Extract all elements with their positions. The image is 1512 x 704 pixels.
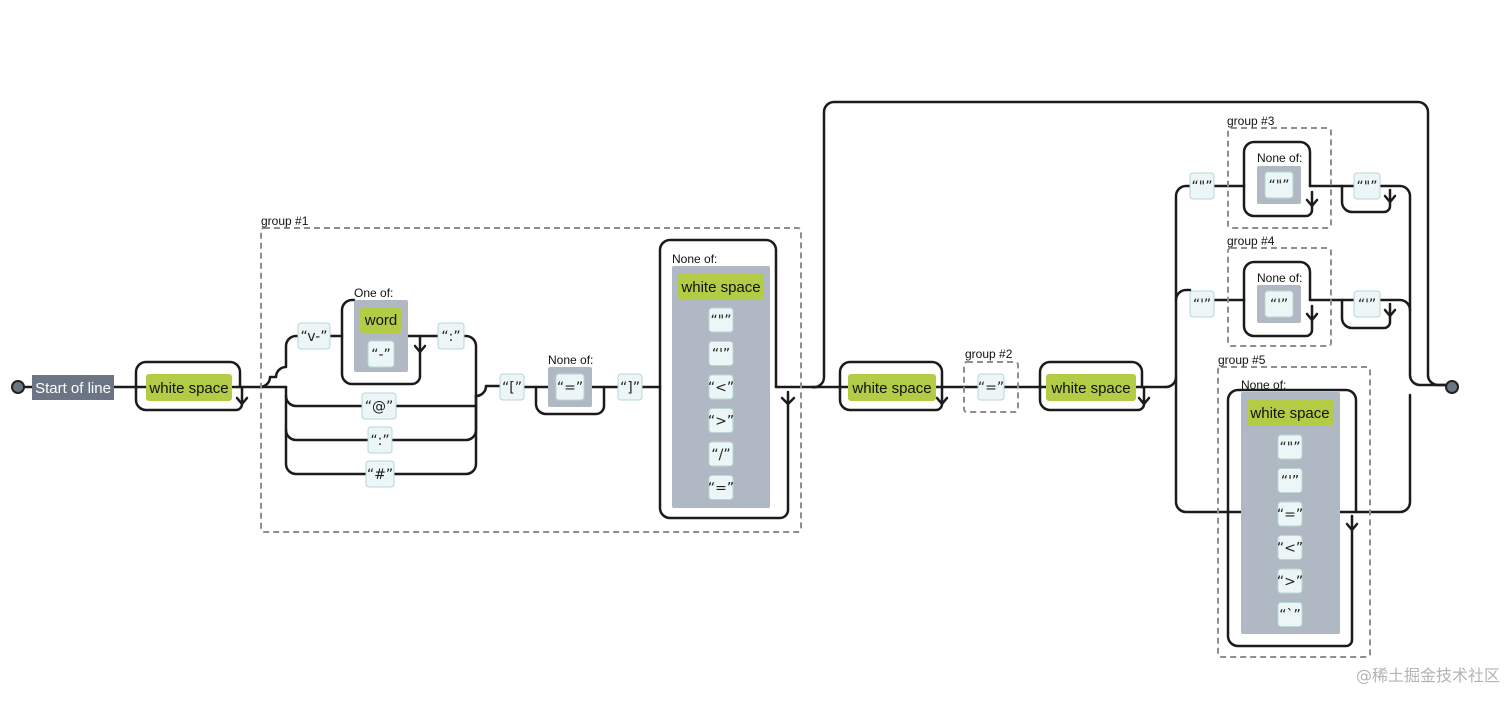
literal-at bbox=[361, 392, 397, 420]
none-of-name-items: “"” “'” “<” “>” “/” “=” bbox=[708, 307, 734, 500]
none-of-name-label: None of: bbox=[672, 252, 717, 266]
watermark: @稀土掘金技术社区 bbox=[1355, 666, 1500, 685]
none-of-unquoted-item-5 bbox=[1277, 602, 1303, 627]
literal-squote-inner bbox=[1264, 290, 1294, 318]
literal-colon-2-text: “:” bbox=[370, 433, 389, 449]
none-of-unquoted-item-3 bbox=[1277, 535, 1303, 560]
white-space-label-3: white space bbox=[1050, 380, 1130, 397]
literal-dquote-open-text: “"” bbox=[1192, 179, 1213, 195]
none-of-unquoted-item-4 bbox=[1277, 568, 1303, 594]
white-space-label-1: white space bbox=[148, 380, 228, 397]
none-of-eq-label: None of: bbox=[548, 353, 593, 367]
group-5-label: group #5 bbox=[1218, 353, 1266, 367]
literal-squote-inner-text: “'” bbox=[1270, 297, 1288, 313]
literal-squote-close-text: “'” bbox=[1358, 297, 1376, 313]
word-label: word bbox=[364, 312, 398, 329]
none-of-unquoted-items: “"” “'” “=” “<” “>” “`” bbox=[1277, 434, 1303, 627]
literal-hash bbox=[365, 460, 395, 488]
white-space-node-3 bbox=[1046, 374, 1136, 401]
none-of-name-item-5 bbox=[708, 475, 734, 500]
literal-squote-open-text: “'” bbox=[1193, 297, 1211, 313]
none-of-name-item-text-2: “<” bbox=[708, 380, 734, 396]
set-white-space-2 bbox=[1247, 399, 1334, 426]
none-of-name-item-1 bbox=[708, 341, 734, 366]
start-of-line-node bbox=[32, 375, 114, 400]
none-of-unquoted-item-text-2: “=” bbox=[1277, 507, 1303, 523]
group-4-label: group #4 bbox=[1227, 234, 1275, 248]
literal-colon-text: “:” bbox=[441, 329, 460, 345]
none-of-unquoted-item-0 bbox=[1277, 434, 1303, 460]
none-of-unquoted-item-text-3: “<” bbox=[1277, 541, 1303, 557]
group-3-label: group #3 bbox=[1227, 114, 1275, 128]
one-of-label: One of: bbox=[354, 286, 393, 300]
rails bbox=[20, 100, 1448, 648]
white-space-node-1 bbox=[146, 374, 232, 401]
set-white-space-2-label: white space bbox=[1249, 405, 1329, 422]
literal-eq-2-text: “=” bbox=[978, 380, 1004, 396]
literal-eq-2 bbox=[977, 373, 1005, 401]
group-2-box bbox=[963, 361, 1019, 413]
start-of-line-label: Start of line bbox=[35, 380, 111, 397]
none-of-name-item-text-4: “/” bbox=[711, 447, 730, 463]
literal-dquote-close bbox=[1353, 172, 1381, 200]
literal-colon bbox=[437, 322, 465, 350]
start-terminal bbox=[11, 380, 25, 394]
white-space-node-2 bbox=[848, 374, 936, 401]
group-5-box bbox=[1217, 366, 1371, 658]
literal-eq-1-text: “=” bbox=[557, 380, 583, 396]
literal-dash bbox=[367, 340, 395, 368]
literal-dquote-inner-text: “"” bbox=[1269, 178, 1290, 194]
none-of-unquoted-item-text-0: “"” bbox=[1280, 440, 1301, 456]
literal-close-bracket-text: “]” bbox=[620, 380, 640, 396]
set-white-space bbox=[678, 273, 764, 300]
literal-open-bracket bbox=[499, 373, 525, 401]
none-of-name-item-text-0: “"” bbox=[711, 313, 732, 329]
none-of-unquoted-item-text-4: “>” bbox=[1277, 574, 1303, 590]
literal-dquote-close-text: “"” bbox=[1357, 179, 1378, 195]
none-of-name-item-0 bbox=[708, 307, 734, 333]
group-2-label: group #2 bbox=[965, 347, 1013, 361]
group-4-box bbox=[1227, 247, 1332, 347]
none-of-name-item-text-3: “>” bbox=[708, 414, 734, 430]
none-of-name-item-2 bbox=[708, 374, 734, 400]
none-of-name-item-text-5: “=” bbox=[708, 481, 734, 497]
none-of-name-item-text-1: “'” bbox=[712, 347, 730, 363]
literal-open-bracket-text: “[” bbox=[502, 380, 522, 396]
none-of-squote-label: None of: bbox=[1257, 271, 1302, 285]
white-space-label-2: white space bbox=[851, 380, 931, 397]
none-of-unquoted-item-text-1: “'” bbox=[1281, 474, 1299, 490]
group-1-label: group #1 bbox=[261, 214, 309, 228]
none-of-dquote-label: None of: bbox=[1257, 151, 1302, 165]
literal-squote-open bbox=[1189, 290, 1215, 318]
literal-dquote-open bbox=[1189, 172, 1215, 200]
literal-eq-1 bbox=[555, 373, 585, 401]
none-of-unquoted-item-text-5: “`” bbox=[1279, 608, 1301, 624]
literal-v-prefix-text: “v-” bbox=[301, 329, 328, 345]
literal-v-prefix bbox=[297, 322, 331, 350]
none-of-unquoted-label: None of: bbox=[1241, 378, 1286, 392]
none-of-name-item-4 bbox=[708, 441, 734, 467]
literal-dquote-inner bbox=[1264, 171, 1294, 199]
literal-hash-text: “#” bbox=[367, 467, 393, 483]
set-white-space-label: white space bbox=[680, 279, 760, 296]
literal-colon-2 bbox=[367, 426, 393, 454]
word-node bbox=[360, 307, 402, 333]
literal-close-bracket bbox=[617, 373, 643, 401]
end-terminal bbox=[1445, 380, 1459, 394]
literal-dash-text: “-” bbox=[371, 347, 391, 363]
literal-squote-close bbox=[1353, 290, 1381, 318]
none-of-name-item-3 bbox=[708, 408, 734, 433]
none-of-unquoted-item-2 bbox=[1277, 501, 1303, 527]
literal-at-text: “@” bbox=[365, 399, 394, 415]
none-of-unquoted-item-1 bbox=[1277, 468, 1303, 493]
